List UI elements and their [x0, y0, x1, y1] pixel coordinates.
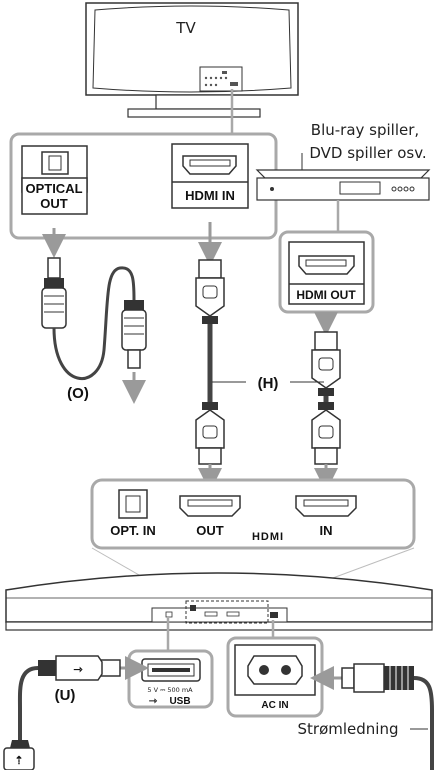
hdmi-cable-player: [311, 312, 341, 492]
player-illustration: Blu-ray spiller, DVD spiller osv.: [255, 121, 431, 232]
player-label-1: Blu-ray spiller,: [311, 121, 419, 139]
tv-illustration: TV: [85, 2, 299, 118]
power-cord-label: Strømledning: [298, 720, 399, 738]
usb-drive-icon: ⇡: [14, 755, 23, 767]
power-cord: Strømledning: [298, 663, 434, 770]
usb-cable-label: (U): [55, 687, 76, 704]
opt-in-label: OPT. IN: [110, 523, 156, 538]
usb-symbol-icon: ⇾: [149, 696, 158, 707]
hdmi-logo: HDMI: [252, 531, 284, 543]
tv-label: TV: [175, 19, 196, 37]
hdmi-out-port: OUT: [179, 495, 241, 538]
hdmi-cable-tv: [195, 222, 225, 492]
optical-cable: (O): [41, 228, 147, 404]
player-label-2: DVD spiller osv.: [309, 144, 426, 162]
optical-cable-label: (O): [67, 385, 89, 402]
tv-optical-out-label-1: OPTICAL: [25, 181, 82, 196]
out-label: OUT: [196, 523, 224, 538]
in-label: IN: [320, 523, 333, 538]
tv-port-box: OPTICAL OUT HDMI IN: [9, 132, 278, 240]
soundbar-illustration: [5, 572, 433, 631]
ac-port-box: AC IN: [226, 636, 324, 718]
tv-optical-out-label-2: OUT: [40, 196, 68, 211]
tv-optical-out-port: OPTICAL OUT: [21, 145, 88, 215]
tv-hdmi-in-label: HDMI IN: [185, 188, 235, 203]
usb-cable: ⇾ ⇡ (U): [3, 655, 149, 770]
hdmi-in-port: IN: [295, 495, 357, 538]
tv-hdmi-in-port: HDMI IN: [171, 143, 249, 209]
usb-port-box: 5 V ⎓ 500 mA ⇾ USB: [127, 649, 214, 709]
ac-in-label: AC IN: [261, 700, 288, 711]
usb-label: USB: [169, 696, 190, 707]
usb-plug-icon: ⇾: [73, 664, 83, 676]
soundbar-port-box: OPT. IN OUT HDMI IN: [90, 478, 416, 550]
hdmi-cable-label-group: (H): [212, 375, 324, 392]
hdmi-cable-label: (H): [258, 375, 279, 392]
opt-in-port: OPT. IN: [110, 489, 156, 538]
player-hdmi-out-label: HDMI OUT: [296, 288, 356, 302]
usb-spec: 5 V ⎓ 500 mA: [147, 686, 193, 694]
player-port-box: HDMI OUT: [278, 230, 375, 314]
